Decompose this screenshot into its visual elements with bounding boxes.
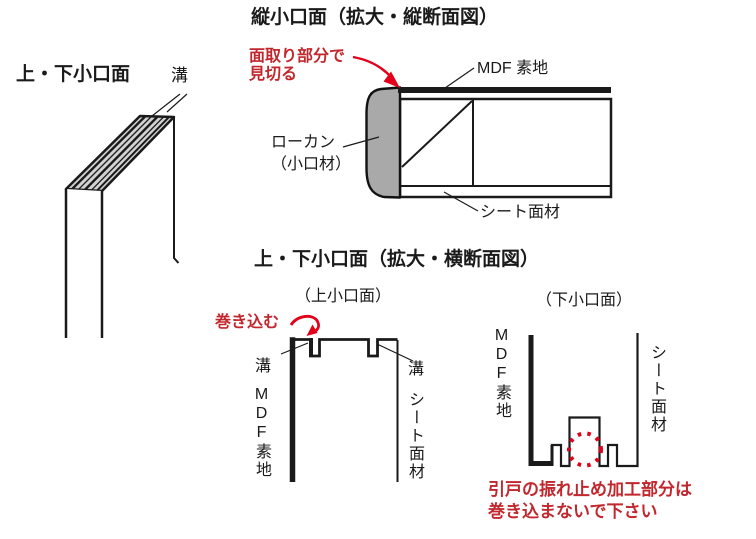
groove-label-left: 溝 <box>255 358 272 375</box>
mdf-leader-line <box>444 67 475 89</box>
wrap-arrow-icon <box>289 314 320 336</box>
horizontal-section-title: 上・下小口面（拡大・横断面図） <box>254 249 540 270</box>
no-wrap-marker-circle <box>567 431 603 468</box>
wrap-note: 巻き込む <box>215 314 280 331</box>
mdf-label: MDF 素地 <box>477 60 549 77</box>
lower-edge-subtitle: （下小口面） <box>536 292 633 309</box>
heading-top-bottom-edge: 上・下小口面 <box>16 64 131 85</box>
upper-edge-subtitle: （上小口面） <box>295 288 392 305</box>
panel-3d-drawing <box>64 93 188 338</box>
groove-leader-line <box>280 342 309 355</box>
chamfer-note-line1: 面取り部分で <box>249 48 346 65</box>
panel-right-edge <box>173 117 180 264</box>
groove-leader-line <box>166 93 188 113</box>
groove-label-3d: 溝 <box>171 66 188 85</box>
mdf-label-vertical-upper: MDF素地 <box>253 386 270 479</box>
edge-material-leader-line <box>342 136 380 148</box>
vertical-section-title: 縦小口面（拡大・縦断面図） <box>251 7 499 28</box>
sheet-label: シート面材 <box>480 204 561 221</box>
panel-front-face <box>66 189 102 338</box>
mdf-core-body <box>398 97 613 199</box>
edge-material-label-line1: ローカン <box>271 134 336 151</box>
warning-line2: 巻き込まないで下さい <box>488 502 658 521</box>
groove-leader-line <box>376 343 414 362</box>
sheet-leader-line <box>443 191 479 212</box>
groove-leader-line <box>151 93 181 117</box>
chamfer-note-line2: 見切る <box>249 66 298 83</box>
vertical-section-drawing <box>342 55 613 212</box>
edge-material-shape <box>365 86 402 199</box>
warning-line1: 引戸の振れ止め加工部分は <box>488 480 692 499</box>
mdf-label-vertical-lower: MDF素地 <box>493 327 510 420</box>
edge-material-label-line2: （小口材） <box>271 156 352 173</box>
sheet-label-vertical-lower: シート面材 <box>648 344 665 434</box>
sheet-label-vertical-upper: シート面材 <box>406 391 423 481</box>
chamfer-arrow-icon <box>352 55 400 88</box>
sheet-top-layer <box>398 87 611 93</box>
groove-label-right: 溝 <box>408 361 425 378</box>
lower-edge-drawing <box>528 333 639 468</box>
upper-edge-drawing <box>280 314 414 482</box>
